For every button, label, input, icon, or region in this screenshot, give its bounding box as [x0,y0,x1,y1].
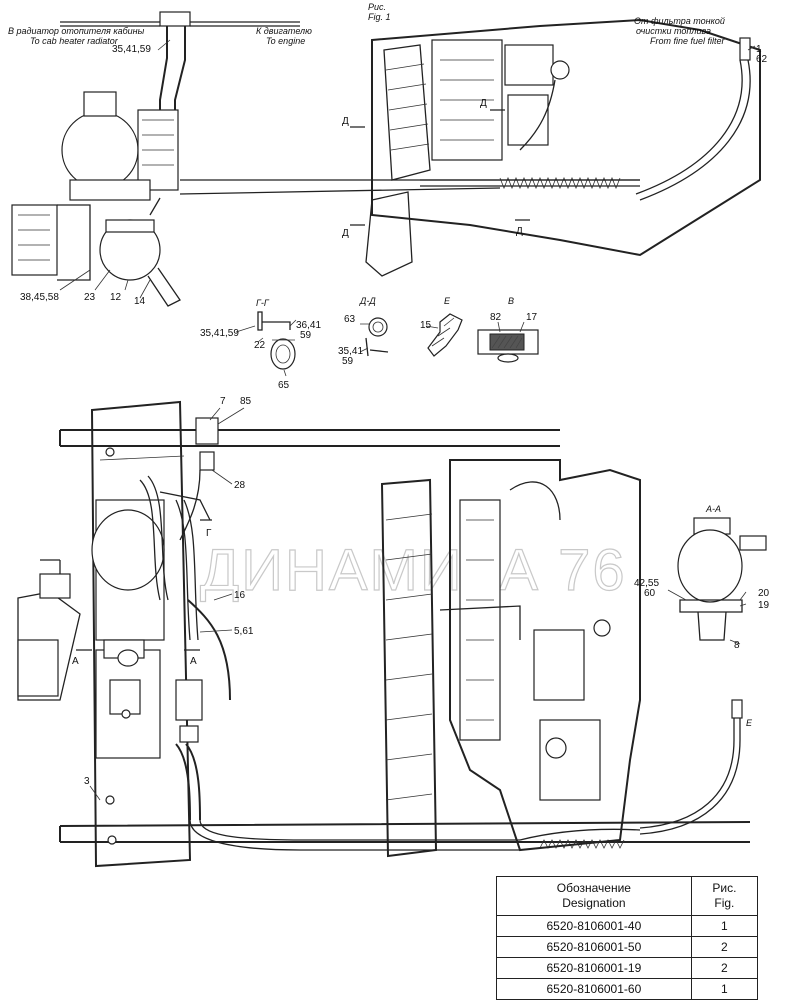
designation-table: Обозначение Designation Рис. Fig. 6520-8… [496,876,759,1000]
section-mark-e1: Е [746,718,753,728]
section-mark-d1: Д [342,116,349,127]
top-view [11,11,761,307]
part-14: 14 [134,296,146,307]
label-from-filter-en: From fine fuel filter [650,36,726,46]
part-65: 65 [278,380,290,391]
part-82: 82 [490,312,502,323]
section-mark-a1: А [72,656,79,667]
table-header-fig-en: Fig. [714,896,735,910]
table-header-designation-ru: Обозначение [556,881,631,895]
label-to-cab-heater-en: To cab heater radiator [30,36,119,46]
view-title-g-g: Г-Г [256,298,270,308]
detail-view-e [425,313,463,357]
view-title-a-a: А-А [705,504,721,514]
detail-view-g-g [235,311,297,377]
part-15: 15 [420,320,432,331]
section-mark-a2: А [190,656,197,667]
figure-caption-ru: Рис. [368,2,386,12]
view-title-b: В [508,296,514,306]
label-from-filter-ru-1: От фильтра тонкой [634,16,725,26]
watermark: ДИНАМИКА 76 [200,538,627,603]
table-header-designation-en: Designation [562,896,626,910]
part-63: 63 [344,314,356,325]
part-60: 60 [644,588,656,599]
table-header-fig: Рис. Fig. [690,876,759,916]
table-cell-designation: 6520-8106001-60 [496,978,692,1000]
part-17: 17 [526,312,538,323]
part-7: 7 [220,396,226,407]
table-row: 6520-8106001-60 1 [496,978,759,1000]
detail-view-b [477,321,539,363]
table-row: 6520-8106001-19 2 [496,957,759,979]
part-42-55: 42,55 [634,578,659,589]
table-row: 6520-8106001-50 2 [496,936,759,958]
figure-caption-en: Fig. 1 [368,12,391,22]
part-62: 62 [756,54,768,65]
table-cell-designation: 6520-8106001-40 [496,915,692,937]
table-header-fig-ru: Рис. [712,881,737,895]
part-59-d: 59 [342,356,354,367]
part-22: 22 [254,340,266,351]
label-from-filter-ru-2: очистки топлива [636,26,711,36]
part-5-61: 5,61 [234,626,254,637]
part-12: 12 [110,292,122,303]
leader-lines-main [89,407,245,801]
part-85: 85 [240,396,252,407]
detail-view-a-a [667,517,767,645]
part-3: 3 [84,776,90,787]
table-cell-fig: 1 [690,915,759,937]
part-36-41: 36,41 [296,320,321,331]
part-8: 8 [734,640,740,651]
table-cell-designation: 6520-8106001-19 [496,957,692,979]
part-28: 28 [234,480,246,491]
part-19: 19 [758,600,770,611]
label-to-cab-heater-ru: В радиатор отопителя кабины [8,26,145,36]
table-row: 6520-8106001-40 1 [496,915,759,937]
table-cell-designation: 6520-8106001-50 [496,936,692,958]
part-38-45-58: 38,45,58 [20,292,59,303]
table-cell-fig: 2 [690,936,759,958]
part-23: 23 [84,292,96,303]
label-to-engine-en: To engine [266,36,305,46]
section-mark-d4: Д [516,226,523,237]
part-16: 16 [234,590,246,601]
part-35-41-59-top: 35,41,59 [112,44,151,55]
view-title-d-d: Д-Д [359,296,376,306]
section-mark-g1: Г [206,528,212,539]
section-mark-d3: Д [480,98,487,109]
part-35-41-59-g: 35,41,59 [200,328,239,339]
view-title-e: Е [444,296,451,306]
label-to-engine-ru: К двигателю [256,26,312,36]
detail-view-d-d [359,317,389,357]
part-35-41-d: 35,41 [338,346,363,357]
section-mark-d2: Д [342,228,349,239]
part-59: 59 [300,330,312,341]
part-20: 20 [758,588,770,599]
table-cell-fig: 1 [690,978,759,1000]
main-view [17,400,751,868]
table-cell-fig: 2 [690,957,759,979]
table-header-designation: Обозначение Designation [496,876,692,916]
part-1: 1 [756,44,762,55]
